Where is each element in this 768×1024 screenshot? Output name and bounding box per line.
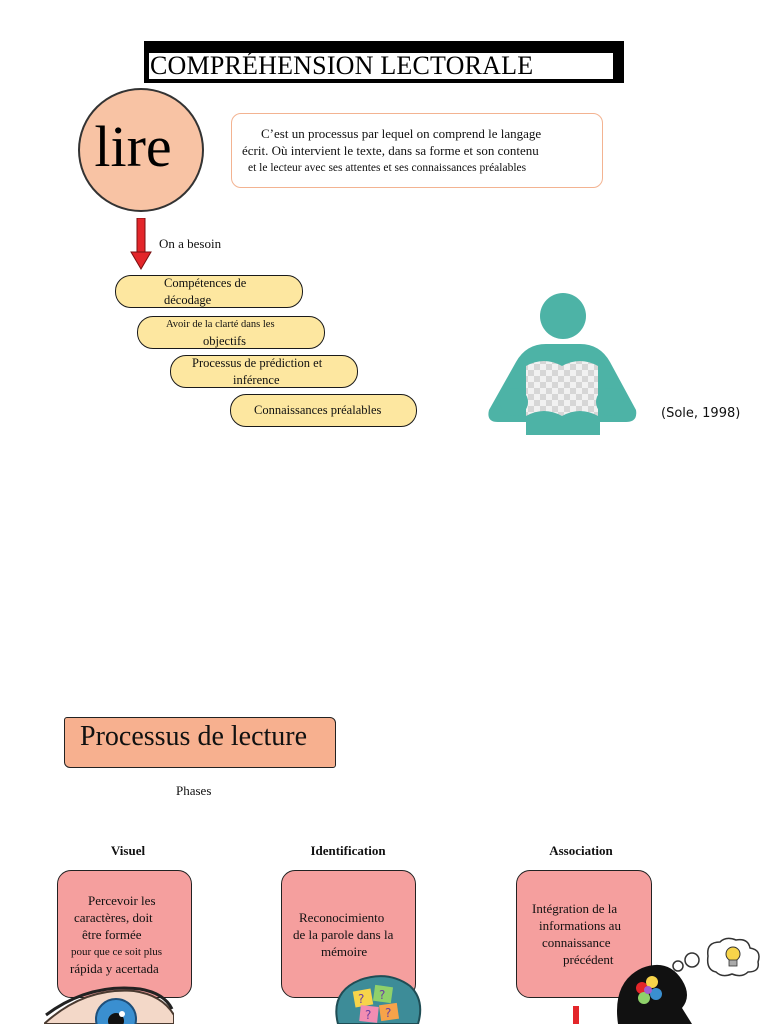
svg-text:?: ? <box>385 1006 391 1020</box>
reader-icon <box>488 293 637 435</box>
processus-title-box <box>64 717 336 768</box>
need-text: Processus de prédiction et <box>192 356 323 370</box>
phase-text: Intégration de la <box>532 901 618 916</box>
phase-text: Percevoir les <box>88 893 156 908</box>
lightbulb-idea-icon <box>617 937 760 1024</box>
phase-text: pour que ce soit plus <box>71 946 163 958</box>
processus-title: Processus de lecture <box>80 721 308 752</box>
definition-line: C’est un processus par lequel on compren… <box>261 126 542 141</box>
head-puzzle-icon: ? ? ? ? <box>335 975 422 1024</box>
page-title: COMPRÉHENSION LECTORALE <box>150 51 534 80</box>
need-pill <box>137 316 325 349</box>
phase-text: connaissance <box>542 935 611 950</box>
title-banner-inner <box>148 52 614 80</box>
phases-label: Phases <box>176 783 212 798</box>
need-text: Compétences de <box>164 276 247 290</box>
phase-text: caractères, doit <box>74 910 153 925</box>
need-text: inférence <box>233 373 280 387</box>
svg-text:?: ? <box>358 992 364 1006</box>
phase-text: de la parole dans la <box>293 927 394 942</box>
down-arrow-icon <box>573 1006 579 1024</box>
citation: (Sole, 1998) <box>661 406 741 421</box>
need-pill <box>230 394 417 427</box>
phase-heading-visuel: Visuel <box>110 843 146 858</box>
lire-label: lire <box>94 114 172 179</box>
svg-text:?: ? <box>365 1008 371 1022</box>
phase-text: précédent <box>563 952 614 967</box>
need-pill <box>170 355 358 388</box>
down-arrow-icon <box>130 218 152 270</box>
need-text: objectifs <box>203 334 247 348</box>
besoin-label: On a besoin <box>159 236 222 251</box>
phase-text: informations au <box>539 918 621 933</box>
phase-text: Reconocimiento <box>299 910 385 925</box>
definition-line: écrit. Où intervient le texte, dans sa f… <box>242 143 539 158</box>
phase-heading-association: Association <box>549 843 613 858</box>
need-pill <box>115 275 303 308</box>
need-text: décodage <box>164 293 212 307</box>
definition-box <box>231 113 603 188</box>
phase-box-association <box>516 870 652 998</box>
phase-text: mémoire <box>321 944 368 959</box>
lire-circle <box>78 88 204 212</box>
phase-text: rápida y acertada <box>70 961 159 976</box>
svg-text:?: ? <box>379 988 385 1002</box>
phase-heading-identification: Identification <box>310 843 386 858</box>
need-text: Connaissances préalables <box>254 403 382 417</box>
definition-line: et le lecteur avec ses attentes et ses c… <box>248 162 527 174</box>
phase-text: être formée <box>82 927 142 942</box>
phase-box-visuel <box>57 870 192 998</box>
need-text: Avoir de la clarté dans les <box>166 319 275 330</box>
eye-icon <box>44 986 174 1024</box>
